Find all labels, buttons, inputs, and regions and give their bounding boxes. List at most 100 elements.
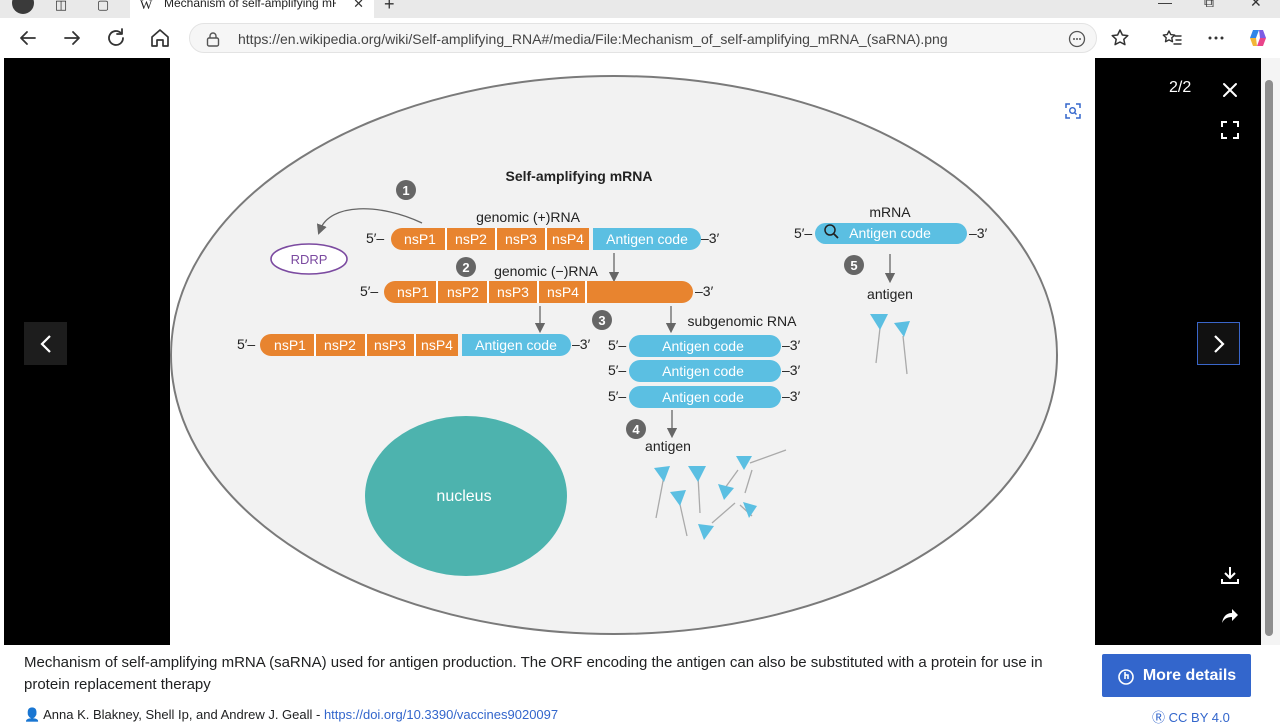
subgenomic-label: subgenomic RNA — [688, 313, 798, 329]
step-4-badge: 4 — [626, 419, 646, 439]
svg-text:nsP4: nsP4 — [547, 284, 579, 300]
user-icon: 👤 — [24, 707, 41, 722]
genomic-plus-3-end: –3′ — [701, 230, 720, 246]
image-caption: Mechanism of self-amplifying mRNA (saRNA… — [24, 654, 1043, 693]
svg-text:nsP3: nsP3 — [374, 337, 406, 353]
svg-text:Antigen code: Antigen code — [662, 338, 744, 354]
rdrp-label: RDRP — [291, 252, 328, 267]
step-1-badge: 1 — [396, 180, 416, 200]
mrna-5-end: 5′– — [794, 225, 812, 241]
svg-text:nsP4: nsP4 — [552, 231, 584, 247]
subgenomic-strand: 5′– Antigen code –3′ — [608, 386, 801, 408]
svg-text:5′–: 5′– — [608, 388, 626, 404]
svg-text:nsP4: nsP4 — [421, 337, 453, 353]
author-row: 👤 Anna K. Blakney, Shell Ip, and Andrew … — [24, 707, 558, 723]
step-3-badge: 3 — [592, 310, 612, 330]
pointer-hand-icon — [1118, 668, 1134, 685]
share-icon[interactable] — [1216, 602, 1244, 630]
mrna-3-end: –3′ — [969, 225, 988, 241]
browser-toolbar: https://en.wikipedia.org/wiki/Self-ampli… — [0, 18, 1280, 58]
tab-title: Mechanism of self-amplifying mR — [164, 0, 336, 10]
license-label: CC BY 4.0 — [1168, 710, 1230, 725]
address-bar[interactable]: https://en.wikipedia.org/wiki/Self-ampli… — [189, 23, 1097, 53]
step-5-badge: 5 — [844, 255, 864, 275]
forward-icon[interactable] — [60, 26, 84, 50]
cc-icon: Ⓡ — [1152, 710, 1166, 725]
more-details-label: More details — [1142, 666, 1237, 684]
download-icon[interactable] — [1216, 561, 1244, 589]
antigen-label: antigen — [645, 438, 691, 454]
svg-text:nsP2: nsP2 — [455, 231, 487, 247]
minimize-icon[interactable]: — — [1158, 0, 1172, 10]
active-tab[interactable]: W Mechanism of self-amplifying mR ✕ — [130, 0, 374, 18]
fullscreen-icon[interactable] — [1216, 116, 1244, 144]
diagram-image: Self-amplifying mRNA 1 2 3 4 5 — [170, 58, 1095, 645]
zoom-cursor-icon — [824, 224, 839, 239]
genomic-minus-strand: nsP1 nsP2 nsP3 nsP4 — [384, 281, 693, 303]
more-menu-icon[interactable] — [1204, 26, 1228, 50]
window-close-icon[interactable]: ✕ — [1250, 0, 1262, 10]
new-tab-icon[interactable]: + — [384, 0, 395, 14]
svg-text:1: 1 — [402, 183, 409, 198]
antigen-cluster — [654, 449, 787, 540]
svg-text:nsP3: nsP3 — [497, 284, 529, 300]
url-text[interactable]: https://en.wikipedia.org/wiki/Self-ampli… — [238, 31, 948, 47]
svg-text:5′–: 5′– — [608, 337, 626, 353]
close-viewer-icon[interactable] — [1216, 76, 1244, 104]
svg-text:nsP1: nsP1 — [404, 231, 436, 247]
mrna-antigen-cluster — [870, 314, 910, 375]
image-counter: 2/2 — [1169, 79, 1192, 96]
svg-text:Antigen code: Antigen code — [849, 225, 931, 241]
chevron-right-icon — [1213, 334, 1225, 353]
svg-text:–3′: –3′ — [782, 337, 801, 353]
reader-icon[interactable] — [1068, 30, 1086, 53]
back-icon[interactable] — [16, 26, 40, 50]
next-image-button[interactable] — [1197, 322, 1240, 365]
page-scrollbar[interactable] — [1261, 58, 1280, 645]
tab-bar: ◫ ▢ W Mechanism of self-amplifying mR ✕ … — [0, 0, 1280, 18]
restore-icon[interactable]: ⧉ — [1204, 0, 1214, 10]
profile-avatar[interactable] — [12, 0, 34, 14]
genomic-plus-5-end: 5′– — [366, 230, 384, 246]
copilot-icon[interactable] — [1246, 26, 1270, 50]
rdrp-ellipse — [270, 243, 348, 275]
svg-text:Antigen code: Antigen code — [606, 231, 688, 247]
more-details-button[interactable]: More details — [1102, 654, 1251, 697]
step-2-badge: 2 — [456, 257, 476, 277]
svg-text:nsP3: nsP3 — [505, 231, 537, 247]
source-link[interactable]: https://doi.org/10.3390/vaccines9020097 — [323, 707, 559, 722]
left-strand-3-end: –3′ — [572, 336, 591, 352]
scrollbar-thumb[interactable] — [1265, 80, 1273, 636]
lock-icon[interactable] — [206, 31, 220, 52]
left-genomic-strand: nsP1 nsP2 nsP3 nsP4 Antigen code — [260, 334, 571, 356]
subgenomic-strand: 5′– Antigen code –3′ — [608, 360, 801, 382]
tab-actions-icon[interactable]: ▢ — [96, 0, 110, 12]
previous-image-button[interactable] — [24, 322, 67, 365]
rdrp-arrow — [316, 208, 423, 235]
genomic-plus-strand: nsP1 nsP2 nsP3 nsP4 Antigen code — [391, 228, 701, 250]
media-viewer: Self-amplifying mRNA 1 2 3 4 5 — [4, 58, 1261, 645]
antigen-label: antigen — [867, 286, 913, 302]
license-link[interactable]: Ⓡ CC BY 4.0 — [1152, 707, 1230, 726]
image-zoom-icon[interactable] — [1062, 100, 1084, 122]
diagram-title: Self-amplifying mRNA — [505, 168, 652, 184]
refresh-icon[interactable] — [104, 26, 128, 50]
subgenomic-strand: 5′– Antigen code –3′ — [608, 335, 801, 357]
favorites-list-icon[interactable] — [1160, 26, 1184, 50]
author-text: Anna K. Blakney, Shell Ip, and Andrew J.… — [43, 707, 324, 722]
tab-close-icon[interactable]: ✕ — [353, 0, 364, 11]
mrna-label: mRNA — [869, 204, 911, 220]
svg-text:Antigen code: Antigen code — [662, 389, 744, 405]
svg-text:nsP2: nsP2 — [324, 337, 356, 353]
favorite-star-icon[interactable] — [1108, 26, 1132, 50]
left-strand-5-end: 5′– — [237, 336, 255, 352]
svg-text:–3′: –3′ — [782, 388, 801, 404]
svg-text:4: 4 — [632, 422, 640, 437]
svg-text:Antigen code: Antigen code — [475, 337, 557, 353]
svg-text:5: 5 — [850, 258, 857, 273]
home-icon[interactable] — [148, 26, 172, 50]
nucleus-label: nucleus — [436, 488, 491, 505]
workspaces-icon[interactable]: ◫ — [54, 0, 68, 12]
nucleus — [365, 416, 567, 576]
svg-text:nsP1: nsP1 — [397, 284, 429, 300]
